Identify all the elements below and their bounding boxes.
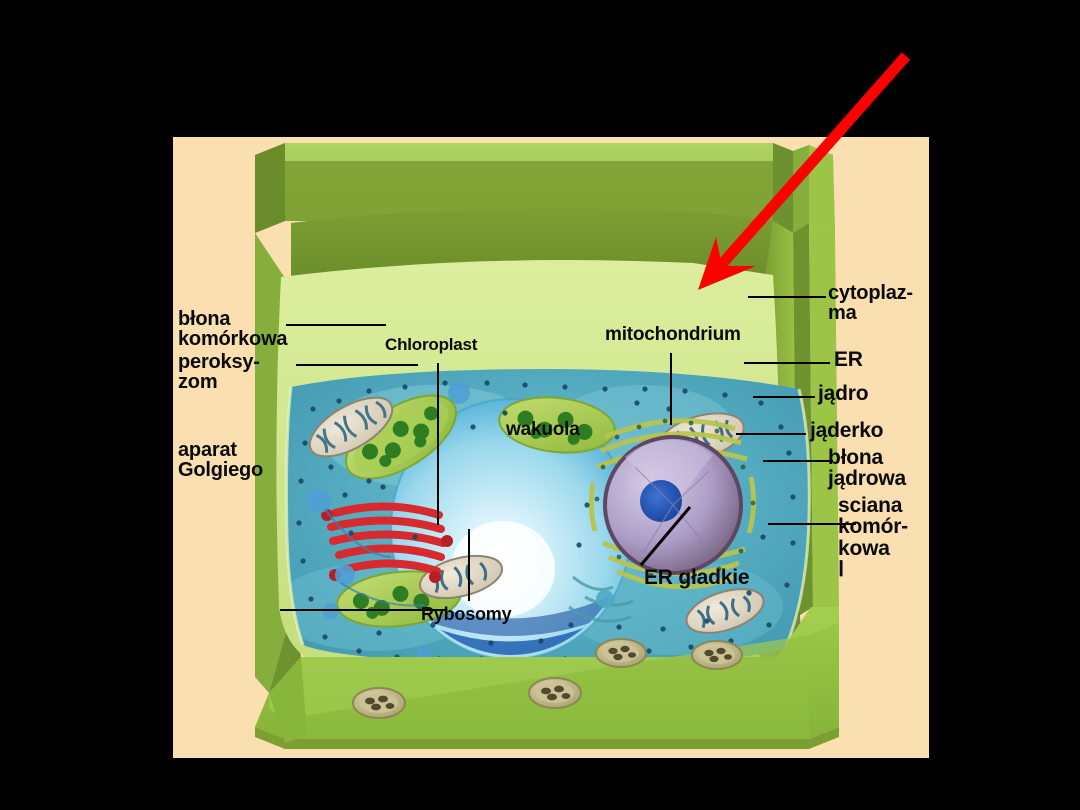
plasmodesma: [352, 687, 406, 719]
label-aparat-golgiego: aparat Golgiego: [178, 439, 264, 482]
leader-line-jaderko: [736, 433, 806, 435]
chloroplast-top-right: [498, 396, 616, 454]
plasmodesma: [528, 677, 582, 709]
label-wakuola: wakuola: [506, 419, 580, 440]
label-cytoplazma: cytoplaz- ma: [828, 282, 913, 325]
label-blona-jadrowa: błona jądrowa: [828, 446, 906, 491]
plasmodesmata-group: [352, 638, 743, 719]
leader-line-sciana: [768, 523, 856, 525]
label-er-gladkie: ER gładkie: [644, 566, 750, 589]
mitochondrion-upper-left: [308, 396, 394, 458]
plasmodesma: [691, 640, 743, 670]
vesicle: [596, 590, 614, 608]
label-jadro: jądro: [818, 382, 869, 405]
golgi-apparatus: [321, 502, 453, 583]
leader-line-blona-komorkowa: [286, 324, 386, 326]
leader-line-jadro: [753, 396, 815, 398]
leader-line-mitochondrium: [670, 353, 672, 425]
label-mitochondrium: mitochondrium: [605, 324, 741, 345]
label-sciana-komorkowa: sciana komór- kowa Ⅰ: [838, 494, 908, 582]
leader-line-er: [744, 362, 830, 364]
label-peroksyzom: peroksy- zom: [178, 351, 260, 394]
label-jaderko: jąderko: [810, 419, 884, 442]
leader-line-chloroplast: [437, 363, 439, 525]
plant-cell-illustration: [255, 143, 839, 749]
endoplasmic-reticulum-rough: [588, 418, 757, 590]
peroxisome: [307, 489, 331, 513]
label-blona-komorkowa: błona komórkowa: [178, 308, 288, 351]
plant-cell-diagram: Chloroplast mitochondrium błona komórkow…: [173, 137, 929, 758]
leader-line-aparat-golgiego: [280, 609, 445, 611]
label-rybosomy: Rybosomy: [421, 604, 512, 624]
nuclear-envelope: [603, 435, 743, 575]
leader-line-blona-jadrowa: [763, 460, 833, 462]
leader-line-er-gladkie: [639, 506, 692, 566]
nucleolus: [640, 480, 682, 522]
leader-line-cytoplazma: [748, 296, 826, 298]
peroxisome-group: [307, 382, 470, 663]
leader-line-rybosomy: [468, 529, 470, 601]
leader-line-peroksyzom: [296, 364, 418, 366]
plasmodesma: [595, 638, 647, 668]
label-chloroplast: Chloroplast: [385, 335, 478, 354]
label-er: ER: [834, 348, 863, 371]
